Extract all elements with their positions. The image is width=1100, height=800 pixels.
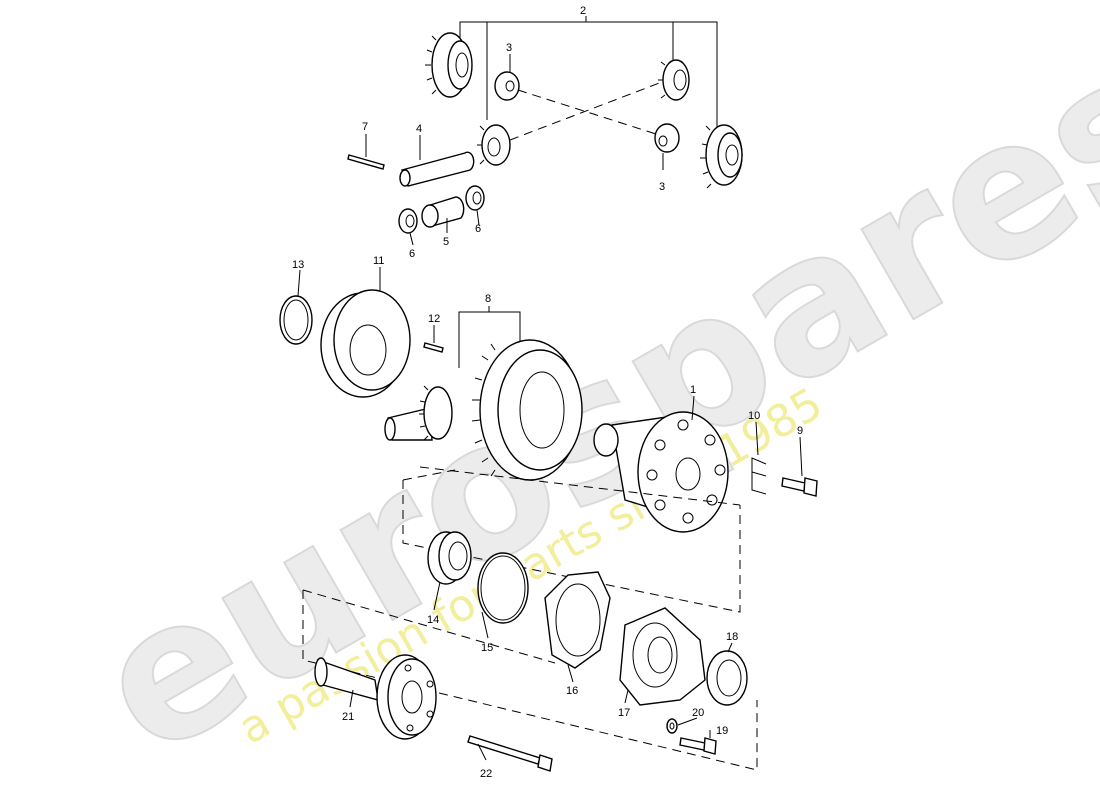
callout-22: 22 [480, 768, 492, 780]
callout-19: 19 [716, 725, 728, 737]
callout-10: 10 [748, 410, 760, 422]
needle-bearing-right [465, 185, 485, 211]
pinion-gear-right [658, 59, 690, 101]
callout-17: 17 [618, 707, 630, 719]
thrust-washer-lower [654, 123, 680, 153]
differential-housing [593, 411, 729, 533]
hex-bolt-19 [679, 737, 717, 755]
circlip [279, 295, 313, 345]
callout-13: 13 [292, 259, 304, 271]
pinion-gear-left [477, 124, 511, 166]
roll-pin [347, 154, 385, 170]
needle-bearing-left [398, 208, 418, 234]
bearing-housing-disc [320, 289, 411, 398]
leader-lines [297, 54, 803, 761]
hex-bolt-9 [781, 477, 818, 497]
o-ring [477, 552, 529, 624]
side-gear-left [425, 32, 473, 98]
callout-20: 20 [692, 707, 704, 719]
callout-3-lower: 3 [659, 181, 665, 193]
callout-4: 4 [416, 123, 422, 135]
gasket [544, 571, 611, 669]
side-cover-flange [619, 607, 706, 706]
thrust-washer-upper [494, 71, 520, 101]
differential-gear-set [425, 16, 743, 189]
callout-15: 15 [481, 642, 493, 654]
callout-5: 5 [443, 236, 449, 248]
callout-11: 11 [373, 255, 384, 267]
taper-roller-bearing [427, 531, 472, 585]
callout-16: 16 [566, 685, 578, 697]
callout-3-upper: 3 [506, 42, 512, 54]
callout-7: 7 [362, 121, 368, 133]
spacer-sleeve [421, 196, 465, 228]
callout-18: 18 [726, 631, 738, 643]
side-gear-right [700, 124, 743, 189]
shaft-seal [706, 650, 748, 706]
callout-2: 2 [580, 5, 586, 17]
callouts: 2 3 3 4 5 6 6 7 8 9 10 11 12 13 1 14 15 … [292, 5, 803, 780]
pinion-shaft [399, 151, 475, 187]
callout-6-right: 6 [475, 223, 481, 235]
lock-washer [666, 718, 678, 734]
callout-12: 12 [428, 313, 440, 325]
output-flange [314, 654, 437, 740]
assembly-boundary-lines [302, 466, 758, 771]
callout-9: 9 [797, 425, 803, 437]
callout-1: 1 [690, 384, 696, 396]
dowel-pin [423, 342, 444, 353]
callout-8: 8 [485, 293, 491, 305]
clip-washer [751, 457, 767, 495]
callout-6-left: 6 [409, 248, 415, 260]
callout-14: 14 [427, 614, 439, 626]
callout-21: 21 [342, 711, 354, 723]
long-bolt [467, 735, 553, 772]
